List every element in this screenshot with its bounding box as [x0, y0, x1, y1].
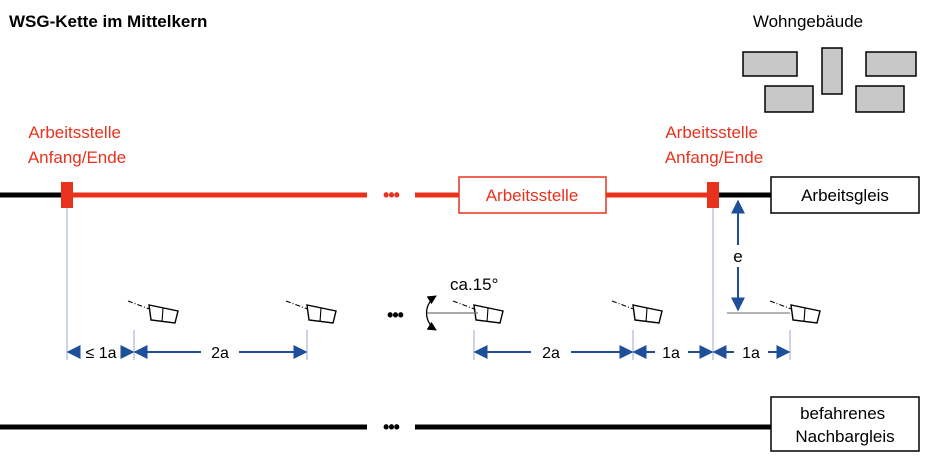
- dimension-label: ≤ 1a: [85, 345, 116, 362]
- worksite-box: [458, 176, 607, 214]
- horn-chain-ellipsis: •••: [387, 305, 404, 325]
- dimension-label: 2a: [211, 345, 229, 362]
- worksite-end-label: Arbeitsstelle Anfang/Ende: [665, 123, 763, 167]
- distance-e-label: e: [733, 247, 742, 266]
- neighbor-track-box: [770, 396, 920, 452]
- warning-horn-icon: [127, 300, 179, 324]
- worksite-start-marker: [61, 182, 73, 208]
- dimension-label: 2a: [542, 345, 560, 362]
- warning-horn-icon: [611, 300, 663, 324]
- page-title: WSG-Kette im Mittelkern: [9, 12, 207, 31]
- warning-horn-icon: [769, 300, 821, 324]
- worksite-end-marker: [707, 182, 719, 208]
- work-track-box: [770, 176, 920, 214]
- dimension-label: 1a: [742, 345, 760, 362]
- neighbor-track-ellipsis: •••: [383, 417, 400, 437]
- angle-indicator: [425, 295, 478, 331]
- worksite-start-label: Arbeitsstelle Anfang/Ende: [28, 123, 126, 167]
- buildings-label: Wohngebäude: [753, 12, 863, 31]
- guide-lines: [66, 208, 791, 360]
- work-track-label: Arbeitsgleis: [801, 186, 889, 205]
- worksite-box-label: Arbeitsstelle: [486, 186, 579, 205]
- neighbor-track-label: befahrenes Nachbargleis: [795, 404, 894, 446]
- building-icon: [742, 47, 917, 113]
- work-track-ellipsis: •••: [383, 185, 400, 205]
- warning-horn-icon: [452, 300, 504, 324]
- dimension-label: 1a: [662, 345, 680, 362]
- angle-label: ca.15°: [450, 275, 498, 294]
- warning-horn-icon: [285, 300, 337, 324]
